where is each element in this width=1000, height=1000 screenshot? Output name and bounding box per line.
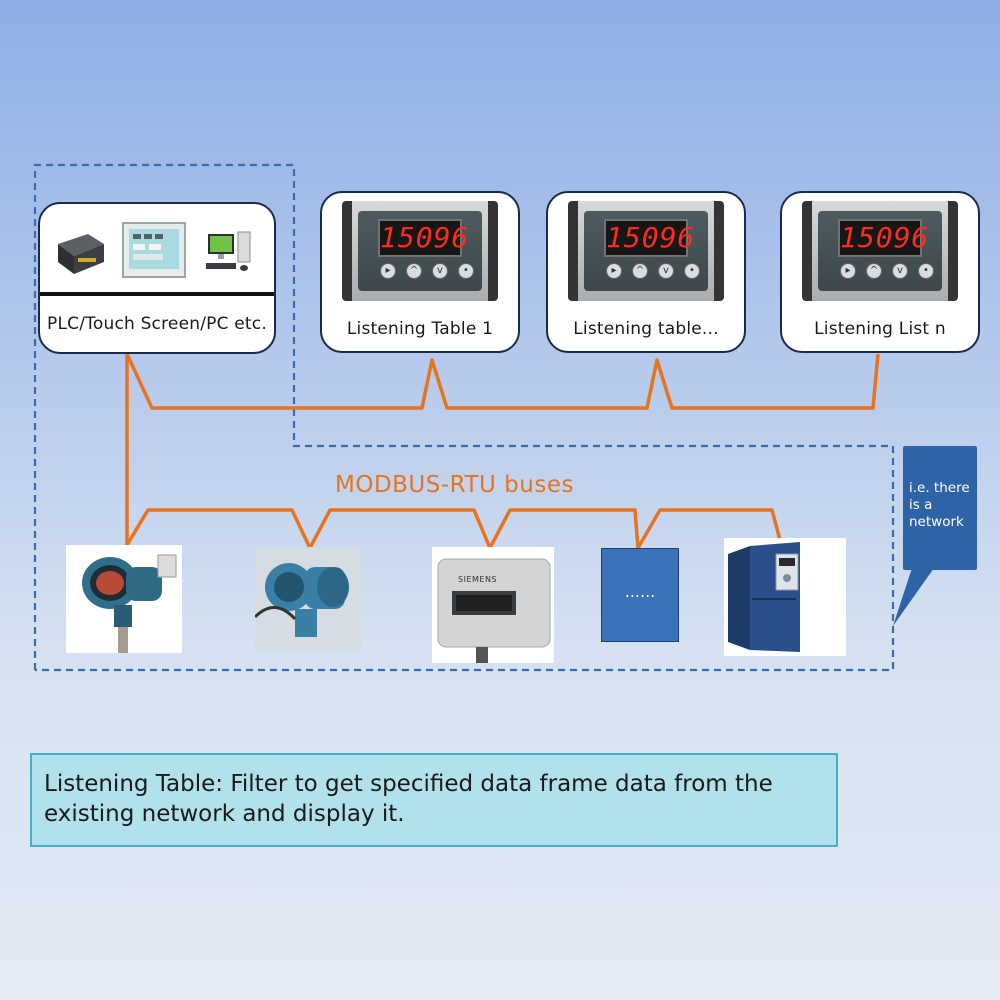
- pc-icon: [206, 231, 251, 271]
- network-callout: i.e. there is a network: [903, 446, 977, 570]
- listener-card-n: 15096 ▸ ^ v • Listening List n: [780, 191, 980, 353]
- pressure-transmitter-2: [255, 547, 361, 651]
- frequency-inverter: [724, 538, 846, 656]
- pressure-transmitter-icon: [255, 547, 361, 651]
- listener-label-1: Listening Table 1: [346, 319, 494, 339]
- network-boundary-upper: [33, 163, 893, 670]
- placeholder-device: ......: [601, 548, 679, 642]
- siemens-sensor: SIEMENS: [432, 547, 554, 663]
- meter-reading: 15096: [604, 219, 694, 257]
- touch-screen-icon: [122, 222, 186, 278]
- listener-label-n: Listening List n: [814, 319, 946, 339]
- listener-card-1: 15096 ▸ ^ v • Listening Table 1: [320, 191, 520, 353]
- modbus-bus-line: [125, 508, 782, 550]
- display-meter-icon: 15096 ▸ ^ v •: [802, 201, 958, 301]
- listener-card-2: 15096 ▸ ^ v • Listening table...: [546, 191, 746, 353]
- display-meter-icon: 15096 ▸ ^ v •: [568, 201, 724, 301]
- plc-icon: [58, 234, 104, 274]
- pressure-transmitter-1: [66, 545, 182, 653]
- meter-reading: 15096: [378, 219, 468, 257]
- bus-label: MODBUS-RTU buses: [335, 472, 574, 498]
- listener-bus-line: [125, 353, 880, 410]
- controller-label: PLC/Touch Screen/PC etc.: [47, 314, 267, 334]
- display-meter-icon: 15096 ▸ ^ v •: [342, 201, 498, 301]
- controller-card: PLC/Touch Screen/PC etc.: [38, 202, 276, 354]
- listener-label-2: Listening table...: [573, 319, 719, 339]
- callout-tail: [893, 568, 934, 626]
- sensor-unit-icon: [432, 547, 554, 663]
- frequency-inverter-icon: [724, 538, 846, 656]
- meter-reading: 15096: [838, 219, 928, 257]
- controller-divider: [40, 292, 274, 296]
- network-boundary-lower: [35, 446, 895, 672]
- sensor-brand: SIEMENS: [458, 575, 498, 584]
- description-box: Listening Table: Filter to get specified…: [30, 753, 838, 847]
- pressure-transmitter-icon: [66, 545, 182, 653]
- controller-icons: [40, 204, 274, 294]
